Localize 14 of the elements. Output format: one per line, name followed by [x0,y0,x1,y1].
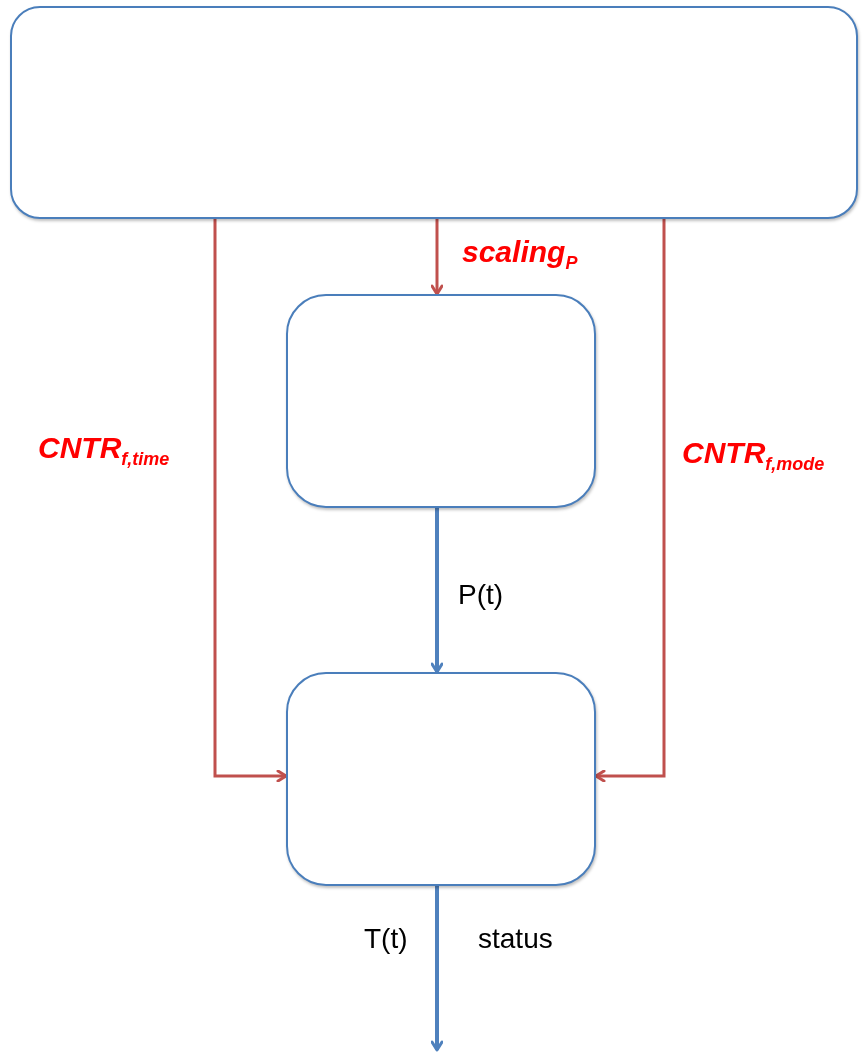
edge-label: CNTR$_{f,mode}$ [682,435,825,476]
edge-label: scaling$_{P}$ [462,234,578,275]
edge-label: T(t) [364,922,408,956]
arrow [430,219,444,296]
rounded-box [286,294,596,508]
rounded-box [10,6,858,219]
arrow [213,219,288,783]
arrow [430,886,444,1052]
arrow [430,508,444,674]
edge-label: CNTR$_{f,time}$ [38,430,170,471]
signal-label: status [478,922,553,956]
edge-label: P(t) [458,578,504,612]
rounded-box [286,672,596,886]
arrow [594,219,666,783]
